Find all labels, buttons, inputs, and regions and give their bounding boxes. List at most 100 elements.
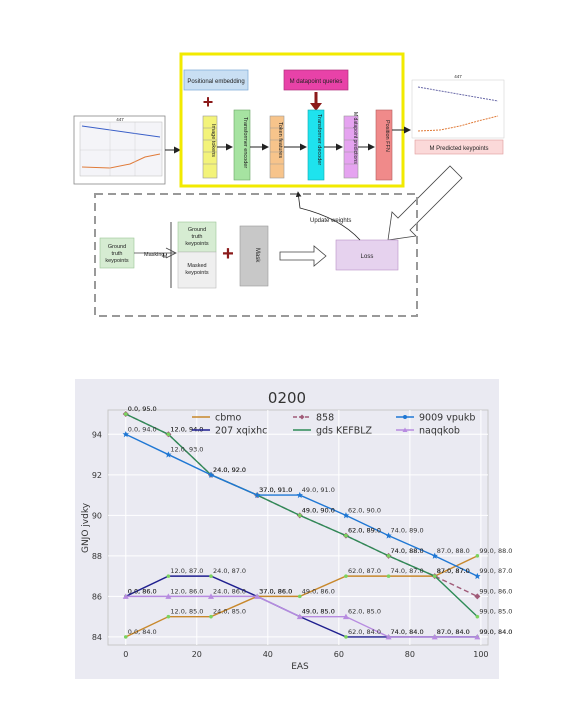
- x-tick-label: 100: [473, 650, 488, 659]
- token-features-block: Token features: [269, 115, 285, 179]
- x-tick-label: 80: [405, 650, 415, 659]
- data-point: [475, 614, 480, 619]
- data-label: 74.0, 89.0: [391, 527, 424, 535]
- position-ffn-label: Position FFN: [384, 120, 390, 152]
- y-tick-label: 88: [92, 552, 102, 561]
- data-label: 74.0, 84.0: [391, 628, 424, 636]
- data-label: 12.0, 86.0: [170, 587, 203, 595]
- m-label: M: [163, 254, 168, 260]
- transformer-encoder-block: Transformer encoder: [233, 109, 251, 181]
- x-tick-label: 60: [334, 650, 344, 659]
- data-point: [166, 614, 171, 619]
- input-chart-thumbnail: 447: [73, 115, 166, 185]
- data-point: [344, 635, 348, 639]
- data-label: 0.0, 86.0: [128, 587, 157, 595]
- data-label: 12.0, 93.0: [170, 446, 203, 454]
- token-features-label: Token features: [277, 122, 283, 158]
- data-label: 49.0, 91.0: [302, 486, 335, 494]
- data-label: 62.0, 87.0: [348, 567, 381, 575]
- data-label: 37.0, 86.0: [259, 587, 292, 595]
- data-label: 62.0, 90.0: [348, 506, 381, 514]
- datapoint-queries-label: M datapoint queries: [290, 79, 343, 85]
- x-axis-label: EAS: [291, 662, 309, 672]
- masked-keypoints-box: [177, 251, 217, 289]
- data-point: [166, 432, 171, 437]
- data-label: 0.0, 86.0: [128, 587, 157, 595]
- training-region: [94, 193, 418, 317]
- datapoint-queries-box: [283, 69, 349, 91]
- legend-label: naqqkob: [419, 426, 460, 437]
- data-label: 24.0, 85.0: [213, 608, 246, 616]
- data-point: [207, 471, 215, 478]
- loss-box: [335, 239, 399, 271]
- data-label: 87.0, 87.0: [437, 567, 470, 575]
- loss-label: Loss: [361, 254, 374, 260]
- data-label: 12.0, 87.0: [170, 567, 203, 575]
- y-tick-label: 94: [92, 430, 102, 439]
- data-point: [165, 451, 172, 458]
- data-label: 99.0, 84.0: [479, 628, 512, 636]
- down-arrow-icon: [310, 103, 322, 111]
- data-label: 24.0, 92.0: [213, 466, 246, 474]
- data-point: [207, 593, 214, 599]
- legend-marker: [299, 414, 305, 420]
- data-label: 49.0, 90.0: [302, 506, 335, 514]
- data-label: 24.0, 92.0: [213, 466, 246, 474]
- data-label: 99.0, 86.0: [479, 587, 512, 595]
- data-label: 99.0, 88.0: [479, 547, 512, 555]
- data-label: 37.0, 91.0: [259, 486, 292, 494]
- data-point: [431, 552, 438, 559]
- data-point: [165, 593, 172, 599]
- data-point: [342, 512, 350, 519]
- data-point: [123, 412, 128, 416]
- legend-label: 9009 vpukb: [419, 413, 475, 424]
- data-point: [431, 633, 438, 640]
- data-point: [254, 593, 261, 599]
- data-label: 99.0, 85.0: [479, 608, 512, 616]
- image-tokens-block: Image tokens: [202, 115, 218, 179]
- predicted-keypoints-box: [414, 139, 504, 155]
- data-point: [253, 491, 261, 499]
- hollow-arrow-icon: [387, 165, 463, 241]
- x-tick-label: 40: [263, 650, 273, 659]
- data-label: 37.0, 91.0: [259, 486, 292, 494]
- data-point: [432, 574, 437, 578]
- series-layer: [122, 411, 481, 640]
- legend-label: cbmo: [215, 413, 242, 424]
- positional-embedding-label: Positional embedding: [187, 79, 244, 85]
- thumb-right-title: 447: [454, 74, 462, 79]
- data-label: 37.0, 86.0: [259, 587, 292, 595]
- data-point: [474, 572, 481, 580]
- y-axis-label: GNJO jvdky: [81, 502, 91, 553]
- data-point: [122, 431, 129, 438]
- data-point: [296, 491, 303, 499]
- output-chart-thumbnail: 447: [411, 74, 505, 139]
- data-point: [474, 633, 481, 640]
- y-tick-label: 92: [92, 471, 102, 480]
- transformer-decoder-block: Transformer decoder: [307, 109, 325, 181]
- predicted-keypoints-label: M Predicted keypoints: [429, 146, 488, 152]
- data-label: 74.0, 88.0: [391, 547, 424, 555]
- data-point: [297, 513, 302, 518]
- data-label: 0.0, 95.0: [128, 405, 157, 413]
- data-label: 99.0, 84.0: [479, 628, 512, 636]
- thumb-left-title: 447: [116, 117, 124, 122]
- x-tick-label: 20: [192, 650, 202, 659]
- data-label: 49.0, 86.0: [302, 587, 335, 595]
- mask-label: Mask: [254, 248, 260, 263]
- data-point: [209, 614, 213, 619]
- data-label: 87.0, 88.0: [437, 547, 470, 555]
- positional-embedding-box: [183, 69, 249, 91]
- plot-area: [107, 409, 489, 646]
- data-label: 37.0, 91.0: [259, 486, 292, 494]
- data-label: 12.0, 94.0: [170, 425, 203, 433]
- masking-label: Masking: [144, 252, 164, 258]
- image-tokens-label: Image tokens: [210, 124, 216, 157]
- data-label: 12.0, 85.0: [170, 608, 203, 616]
- data-point: [344, 574, 348, 578]
